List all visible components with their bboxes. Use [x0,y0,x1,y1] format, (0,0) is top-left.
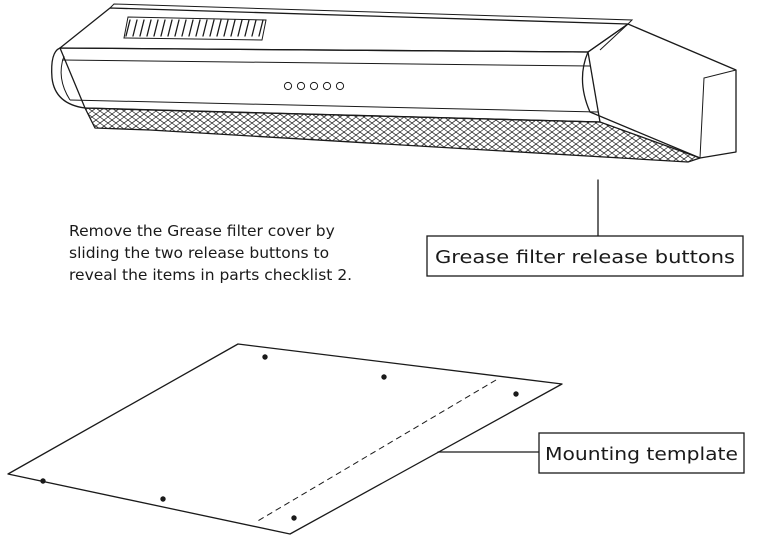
instruction-text: Remove the Grease filter cover by slidin… [69,222,352,284]
callout-mounting-template: Mounting template [538,432,745,474]
mounting-hole-icon [262,354,268,360]
control-button-icon [309,81,319,91]
mounting-hole-icon [513,391,519,397]
mounting-hole-icon [40,478,46,484]
control-button-icon [296,81,306,91]
hood-left-end [51,47,86,109]
callout-release-buttons-label: Grease filter release buttons [435,248,735,268]
control-button-icon [322,81,332,91]
mounting-hole-icon [381,374,387,380]
instruction-line-1: Remove the Grease filter cover by [69,222,335,240]
mounting-hole-icon [160,496,166,502]
instruction-line-3: reveal the items in parts checklist 2. [69,266,352,284]
vent-slots [123,16,267,41]
cooker-hood-illustration [51,3,737,163]
grease-filter-mesh [84,107,701,163]
hood-right-end [581,23,737,159]
control-button-icon [283,81,293,91]
mounting-template-illustration [7,343,563,535]
template-fold-line [255,379,497,523]
control-button-icon [335,81,345,91]
callout-release-buttons: Grease filter release buttons [426,235,744,277]
control-buttons [283,81,345,91]
mounting-template-sheet [7,343,563,535]
instruction-line-2: sliding the two release buttons to [69,244,329,262]
hood-top-panel [59,7,629,53]
mounting-hole-icon [291,515,297,521]
callout-mounting-template-label: Mounting template [545,445,738,465]
